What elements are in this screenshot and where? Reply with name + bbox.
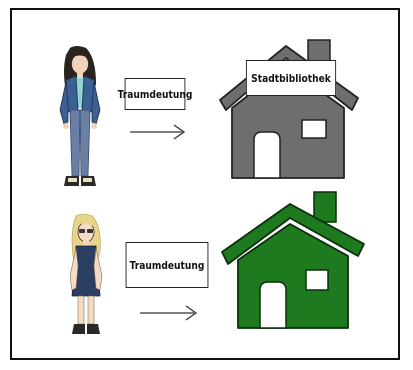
person-dress-figure [69,213,103,334]
right-arrow-icon [140,305,198,321]
library-sign: Stadtbibliothek [245,60,337,96]
book-label-bottom: Traumdeutung [125,242,209,288]
house-icon [221,191,365,329]
right-arrow-icon [130,124,186,140]
person-jacket-figure [59,46,101,186]
book-label-top: Traumdeutung [118,78,192,110]
